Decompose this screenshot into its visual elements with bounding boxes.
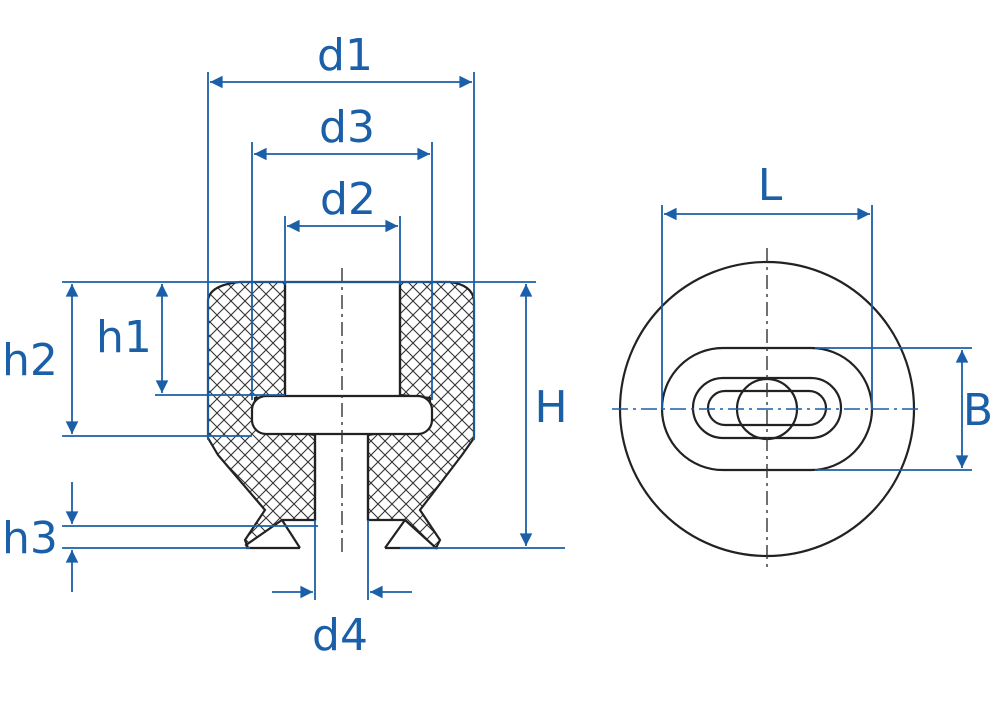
label-H: H [534, 382, 567, 433]
label-L: L [758, 160, 783, 211]
label-h3: h3 [2, 513, 58, 564]
label-d2: d2 [320, 174, 376, 225]
lip-inner-left [281, 519, 301, 549]
label-d1: d1 [317, 30, 373, 81]
label-d4: d4 [312, 610, 368, 661]
section-view [206, 268, 476, 555]
section-dimensions [62, 72, 565, 600]
top-view-dimensions [661, 205, 972, 471]
label-h2: h2 [2, 335, 58, 386]
lip-inner-right [384, 519, 406, 549]
label-d3: d3 [319, 102, 375, 153]
label-h1: h1 [96, 312, 152, 363]
label-B: B [963, 385, 993, 436]
